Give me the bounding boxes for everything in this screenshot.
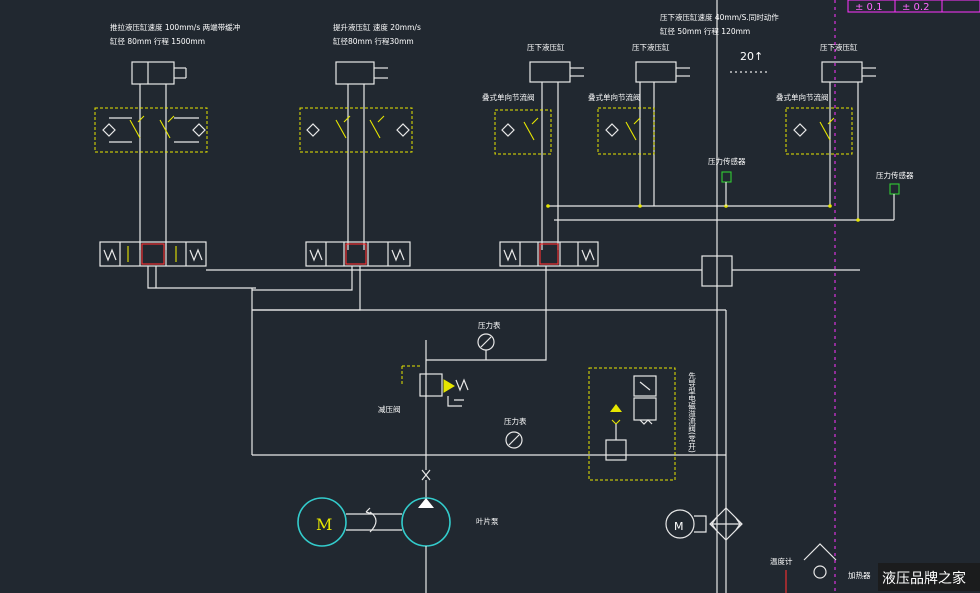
- junction-block: [701, 255, 733, 287]
- motor-pump-group: M 叶片泵: [297, 497, 499, 593]
- cylinder-5-assembly: 压下液压缸 叠式单向节流阀 压下液压缸速度 40mm/S.同时动作 缸径 50m…: [660, 12, 876, 220]
- tolerance-1: ± 0.1: [855, 2, 882, 13]
- count-label: 20↑: [740, 50, 763, 63]
- manifold-lines: [546, 204, 894, 222]
- motor-2: [665, 509, 695, 539]
- solenoid-relief-valve: 先导型电磁溢流阀(常开): [588, 367, 697, 481]
- thermometer-group: 温度计 加热器: [770, 543, 871, 593]
- cylinder-2-spec-1: 提升液压缸 速度 20mm/s: [333, 22, 421, 32]
- sensor-1-label: 压力传感器: [708, 156, 746, 166]
- throttle-valve-block-3: [494, 109, 552, 155]
- cylinder-1-spec-2: 缸径 80mm 行程 1500mm: [110, 36, 205, 46]
- main-lines: [206, 0, 860, 593]
- heater-label: 加热器: [848, 570, 871, 580]
- directional-valve-1: [99, 241, 256, 289]
- pressure-reducing-valve: 减压阀: [378, 365, 469, 414]
- sensor-2-label: 压力传感器: [876, 170, 914, 180]
- cylinder-1-assembly: 推拉液压缸速度 100mm/s 两端带缓冲 缸径 80mm 行程 1500mm: [94, 22, 240, 250]
- pressure-gauge-1: 压力表: [477, 320, 501, 360]
- valve-4-label: 叠式单向节流阀: [588, 92, 641, 102]
- valve-3-label: 叠式单向节流阀: [482, 92, 535, 102]
- pressure-sensor-2: 压力传感器: [876, 170, 914, 220]
- solenoid-relief-label: 先导型电磁溢流阀(常开): [687, 371, 696, 453]
- cylinder-4: [635, 61, 677, 83]
- motor-2-group: M: [665, 507, 743, 541]
- cylinder-5: [821, 61, 863, 83]
- throttle-valve-block-4: [597, 107, 655, 155]
- relief-label: 减压阀: [378, 404, 401, 414]
- motor-2-letter: M: [674, 520, 684, 533]
- throttle-valve-block-2: [299, 107, 413, 153]
- tolerance-box: ± 0.1 ± 0.2: [834, 0, 980, 593]
- cylinder-4-label: 压下液压缸: [632, 42, 670, 52]
- gauge-2-label: 压力表: [504, 416, 527, 426]
- throttle-valve-block-1: [94, 107, 208, 153]
- cylinder-1-spec-1: 推拉液压缸速度 100mm/s 两端带缓冲: [110, 22, 240, 32]
- pressure-sensor-1: 压力传感器: [708, 156, 746, 206]
- cylinder-5-spec-2: 缸径 50mm 行程 120mm: [660, 26, 750, 36]
- tolerance-2: ± 0.2: [902, 2, 929, 13]
- cylinder-4-assembly: 压下液压缸 叠式单向节流阀: [588, 42, 690, 206]
- directional-valve-2: [252, 241, 411, 311]
- throttle-valve-block-5: [785, 107, 853, 155]
- pump-label: 叶片泵: [476, 516, 499, 526]
- cylinder-3-assembly: 压下液压缸 叠式单向节流阀: [482, 42, 584, 250]
- watermark: 液压品牌之家: [878, 563, 980, 591]
- cylinder-3-label: 压下液压缸: [527, 42, 565, 52]
- motor-1-letter: M: [316, 515, 332, 534]
- pressure-manifold: [251, 288, 726, 500]
- pressure-gauge-2: 压力表: [504, 416, 527, 449]
- valve-5-label: 叠式单向节流阀: [776, 92, 829, 102]
- directional-valve-3: [426, 241, 599, 361]
- cylinder-1: [131, 61, 175, 85]
- thermometer-label: 温度计: [770, 556, 793, 566]
- cylinder-2: [335, 61, 375, 85]
- cylinder-2-spec-2: 缸径80mm 行程30mm: [333, 36, 414, 46]
- gauge-1-label: 压力表: [478, 320, 501, 330]
- cylinder-5-spec-1: 压下液压缸速度 40mm/S.同时动作: [660, 12, 779, 22]
- motor-1: [297, 497, 347, 547]
- cylinder-2-assembly: 提升液压缸 速度 20mm/s 缸径80mm 行程30mm: [299, 22, 421, 250]
- watermark-text: 液压品牌之家: [882, 570, 966, 587]
- cylinder-5-label: 压下液压缸: [820, 42, 858, 52]
- cylinder-3: [529, 61, 571, 83]
